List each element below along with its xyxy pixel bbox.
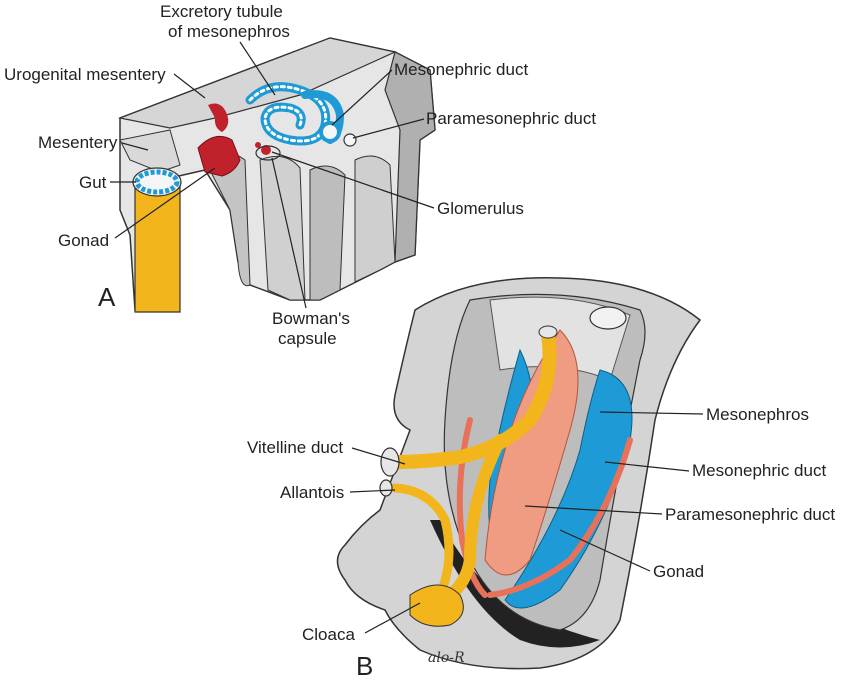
label-excretory-tubule-2: of mesonephros <box>168 22 290 41</box>
leader-urogenital-mesentery <box>173 73 206 99</box>
label-gonad-a: Gonad <box>58 231 109 250</box>
leader-mesonephric-duct-b <box>604 461 690 472</box>
label-mesonephros: Mesonephros <box>706 405 809 424</box>
hindgut-b <box>434 434 506 606</box>
label-mesentery: Mesentery <box>38 133 118 152</box>
leader-paramesonephric-duct-b <box>524 505 663 515</box>
leader-paramesonephric-duct-a <box>352 118 425 139</box>
panel-a-illustration <box>117 37 436 313</box>
label-vitelline-duct: Vitelline duct <box>247 438 343 457</box>
fold-2 <box>259 155 306 301</box>
label-paramesonephric-duct-a: Paramesonephric duct <box>426 109 596 128</box>
leader-vitelline-duct <box>351 447 406 465</box>
gonad-ridge <box>197 135 241 177</box>
artist-signature: alo-R <box>428 650 465 666</box>
label-paramesonephric-duct-b: Paramesonephric duct <box>665 505 835 524</box>
leader-bowmans <box>271 157 307 309</box>
allantois-stump <box>379 479 393 497</box>
allantois-tube <box>390 483 454 600</box>
paramesonephric-duct-a <box>343 133 357 147</box>
leader-glomerulus <box>271 151 435 209</box>
glomerulus-knot <box>261 145 271 155</box>
panel-a-letter: A <box>98 282 116 312</box>
panel-b-illustration <box>336 277 702 670</box>
gut-epithelium <box>134 169 180 195</box>
panel-b-letter: B <box>356 651 373 681</box>
label-bowmans-1: Bowman's <box>272 309 350 328</box>
mesonephric-duct-right <box>487 437 633 598</box>
label-gonad-b: Gonad <box>653 562 704 581</box>
fold-3 <box>309 165 346 301</box>
gut-opening-b <box>538 325 558 339</box>
leader-excretory-tubule <box>239 41 276 96</box>
bowmans-capsule-shape <box>255 145 281 161</box>
leader-mesentery <box>121 142 149 151</box>
label-allantois: Allantois <box>280 483 344 502</box>
body-wall-right <box>384 51 436 263</box>
dorsal-opening <box>589 306 627 330</box>
leader-gonad-b <box>559 529 651 572</box>
leader-gonad-a <box>114 167 216 239</box>
label-gut: Gut <box>79 173 107 192</box>
leader-mesonephric-duct-a <box>331 69 393 126</box>
panel-a-labels: Excretory tubule of mesonephros Urogenit… <box>4 2 596 348</box>
label-mesonephric-duct-b: Mesonephric duct <box>692 461 826 480</box>
cloaca-shape <box>409 584 464 627</box>
coelom-floor <box>430 520 600 648</box>
mesentery-strip <box>119 129 181 173</box>
label-cloaca: Cloaca <box>302 625 355 644</box>
glomerulus-knot-2 <box>255 142 261 148</box>
block-top-face <box>117 37 397 129</box>
tubule-fragment <box>208 103 229 132</box>
leader-mesonephros <box>599 411 704 415</box>
label-urogenital-mesentery: Urogenital mesentery <box>4 65 166 84</box>
leader-cloaca <box>364 602 421 634</box>
label-bowmans-2: capsule <box>278 329 337 348</box>
label-excretory-tubule-1: Excretory tubule <box>160 2 283 21</box>
label-glomerulus: Glomerulus <box>437 199 524 218</box>
panel-b-labels: Mesonephros Vitelline duct Mesonephric d… <box>247 405 835 681</box>
mesonephric-duct-a <box>319 121 341 143</box>
leader-allantois <box>349 489 396 493</box>
gut-tube <box>134 181 181 313</box>
fold-4 <box>354 155 396 283</box>
excretory-tubule-lumen <box>248 85 328 143</box>
label-mesonephric-duct-a: Mesonephric duct <box>394 60 528 79</box>
